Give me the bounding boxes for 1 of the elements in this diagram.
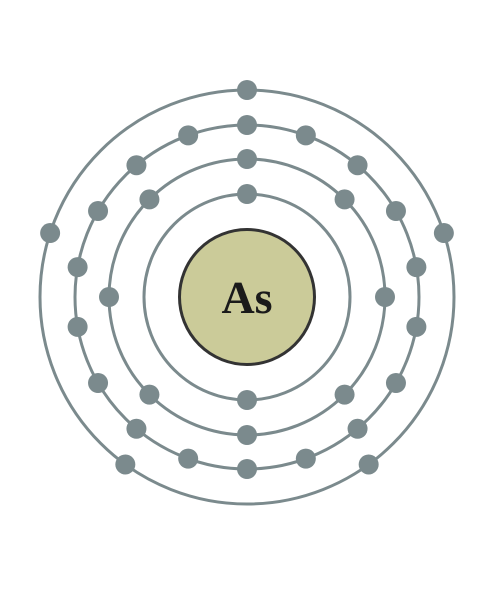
element-symbol: As xyxy=(221,270,273,324)
